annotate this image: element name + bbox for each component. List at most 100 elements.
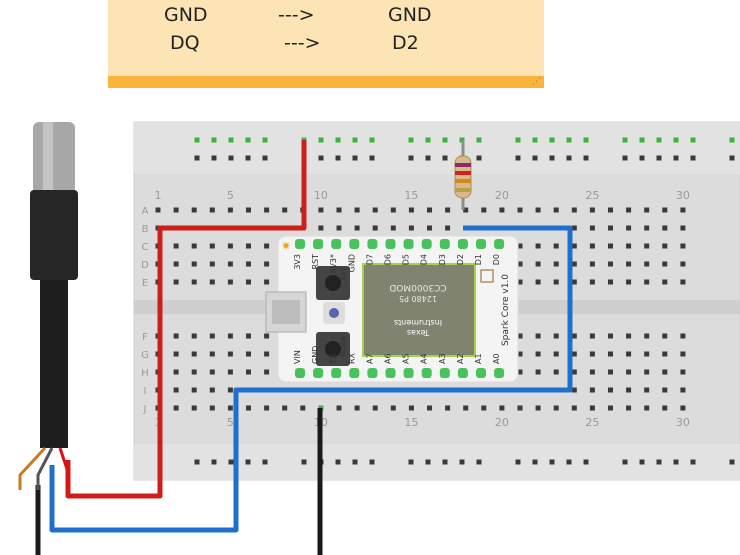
- breadboard-hole: [246, 243, 251, 249]
- breadboard-hole: [608, 387, 613, 393]
- board-pin: [385, 239, 396, 249]
- breadboard-hole: [173, 405, 179, 411]
- bottom-pin-label: A3: [438, 353, 447, 364]
- rail-hole: [194, 137, 200, 143]
- top-pin-label: D5: [402, 254, 411, 265]
- breadboard-hole: [173, 333, 179, 339]
- rail-hole: [211, 137, 217, 143]
- breadboard-hole: [390, 207, 396, 213]
- rail-hole: [335, 155, 341, 161]
- breadboard-hole: [227, 261, 233, 267]
- board-pin: [403, 239, 414, 249]
- breadboard-hole: [390, 225, 396, 231]
- note-row-gnd: GND ---> GND: [108, 4, 544, 30]
- top-pin-label: D3: [438, 254, 447, 265]
- breadboard-hole: [589, 387, 595, 393]
- red-lead: [58, 447, 70, 490]
- breadboard-hole: [662, 333, 668, 339]
- bottom-pin-label: TX: [329, 353, 338, 365]
- rail-hole: [639, 155, 645, 161]
- board-pin: [494, 239, 505, 249]
- breadboard-hole: [173, 369, 179, 375]
- resistor[interactable]: [454, 140, 472, 210]
- breadboard-hole: [463, 207, 469, 213]
- breadboard-hole: [517, 279, 523, 285]
- board-pin: [367, 368, 378, 378]
- breadboard-hole: [608, 225, 613, 231]
- rail-hole: [228, 137, 234, 143]
- board-pin: [476, 239, 486, 249]
- rail-hole: [262, 459, 268, 465]
- rail-hole: [335, 137, 341, 143]
- breadboard-hole: [191, 243, 197, 249]
- led-indicator-icon: ✷: [281, 239, 291, 253]
- breadboard-hole: [589, 279, 595, 285]
- breadboard-hole: [481, 207, 487, 213]
- breadboard-hole: [680, 225, 686, 231]
- rail-hole: [369, 459, 375, 465]
- breadboard-hole: [626, 261, 632, 267]
- rail-hole: [352, 137, 358, 143]
- spark-core-board[interactable]: [265, 235, 519, 383]
- rail-hole: [476, 137, 482, 143]
- breadboard-hole: [662, 225, 668, 231]
- breadboard-hole: [608, 369, 613, 375]
- rail-hole: [459, 459, 465, 465]
- board-name: Spark Core v1.0: [501, 274, 511, 346]
- rail-hole: [301, 459, 307, 465]
- breadboard-hole: [535, 333, 541, 339]
- board-pin: [439, 239, 450, 249]
- breadboard-hole: [427, 405, 432, 411]
- breadboard-hole: [608, 405, 613, 411]
- column-label: 15: [404, 189, 418, 202]
- breadboard-hole: [264, 243, 270, 249]
- board-pin: [331, 239, 342, 249]
- board-pin: [367, 239, 378, 249]
- breadboard-hole: [589, 207, 595, 213]
- breadboard-hole: [662, 369, 668, 375]
- rail-hole: [211, 155, 217, 161]
- breadboard-hole: [481, 405, 487, 411]
- breadboard-hole: [264, 351, 270, 357]
- breadboard-hole: [626, 333, 632, 339]
- breadboard-hole: [445, 225, 451, 231]
- breadboard-hole: [608, 207, 613, 213]
- note-pin: GND: [164, 4, 208, 26]
- breadboard-hole: [535, 279, 541, 285]
- breadboard-hole: [553, 351, 559, 357]
- breadboard-hole: [264, 261, 270, 267]
- board-pin: [295, 239, 305, 249]
- breadboard-hole: [553, 207, 559, 213]
- breadboard-hole: [680, 387, 686, 393]
- rail-hole: [532, 137, 538, 143]
- rail-hole: [425, 155, 431, 161]
- rail-hole: [318, 155, 324, 161]
- board-pin: [421, 368, 432, 378]
- breadboard-hole: [589, 225, 595, 231]
- breadboard-hole: [553, 405, 559, 411]
- breadboard-hole: [264, 333, 270, 339]
- rail-hole: [476, 459, 482, 465]
- top-pin-label: RST: [311, 254, 320, 270]
- rail-hole: [228, 155, 234, 161]
- breadboard-hole: [227, 207, 233, 213]
- row-label: H: [141, 368, 149, 379]
- rail-hole: [583, 137, 589, 143]
- note-target: D2: [392, 32, 419, 54]
- row-label: I: [144, 386, 147, 397]
- breadboard-hole: [644, 369, 650, 375]
- breadboard-hole: [644, 207, 650, 213]
- breadboard-hole: [173, 351, 179, 357]
- chip-text: 12480 P5: [399, 294, 437, 303]
- breadboard-hole: [662, 207, 668, 213]
- bottom-pin-label: A6: [384, 353, 393, 364]
- board-pin: [403, 368, 414, 378]
- breadboard-hole: [499, 405, 505, 411]
- column-label: 20: [495, 189, 509, 202]
- breadboard-hole: [608, 243, 613, 249]
- rail-hole: [245, 155, 251, 161]
- resize-grip-icon[interactable]: ⋰: [532, 77, 542, 87]
- breadboard-hole: [427, 225, 432, 231]
- temperature-sensor[interactable]: [30, 122, 78, 448]
